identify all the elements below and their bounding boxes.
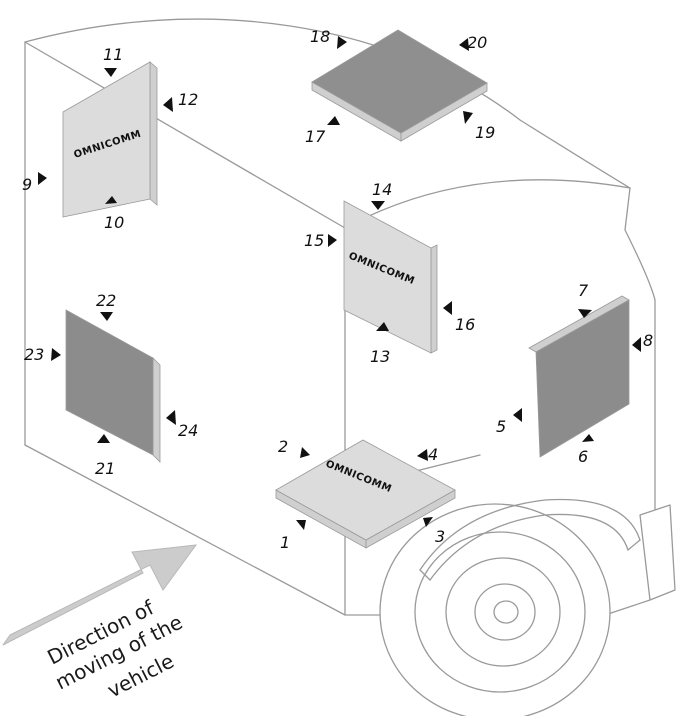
sensor-plate-floor: OMNICOMM	[275, 439, 456, 549]
position-label-13: 13	[370, 347, 390, 366]
cabin-roof-curve	[344, 179, 631, 229]
position-label-24: 24	[178, 421, 198, 440]
position-label-15: 15	[304, 231, 324, 250]
arrow-icon-13	[376, 322, 389, 331]
fender-edge-inner	[429, 513, 629, 581]
sensor-plate-center-wall: OMNICOMM	[343, 200, 438, 354]
arrow-icon-4	[417, 449, 428, 461]
plate-a-side	[149, 61, 158, 206]
arrow-icon-3	[423, 517, 433, 527]
position-label-20: 20	[467, 33, 487, 52]
arrow-icon-21	[97, 434, 110, 443]
arrow-icon-5	[513, 408, 522, 422]
arrow-icon-16	[443, 301, 452, 315]
position-label-11: 11	[103, 45, 123, 64]
position-label-8: 8	[643, 331, 653, 350]
position-label-12: 12	[178, 90, 198, 109]
plate-e-face	[535, 299, 630, 458]
arrow-icon-23	[51, 348, 61, 361]
sensor-plate-cabin-wall	[528, 295, 630, 458]
position-label-5: 5	[496, 417, 506, 436]
position-label-23: 23	[24, 345, 44, 364]
position-label-4: 4	[428, 445, 438, 464]
plate-b-side	[152, 357, 161, 463]
arrow-icon-7	[578, 309, 592, 318]
fender-end-front	[419, 569, 431, 581]
position-label-7: 7	[578, 281, 589, 300]
position-label-1: 1	[280, 533, 290, 552]
plate-c-top	[311, 29, 488, 134]
plate-f-top	[275, 439, 456, 541]
arrow-icon-14	[371, 201, 385, 210]
sensor-plate-roof	[311, 29, 488, 142]
arrow-icon-18	[337, 36, 347, 49]
position-label-9: 9	[22, 175, 32, 194]
plate-b-face	[65, 309, 154, 456]
direction-arrow-icon	[2, 544, 198, 646]
wheel-hub-center	[493, 600, 519, 624]
arrow-icon-2	[300, 447, 310, 458]
position-label-22: 22	[96, 291, 116, 310]
position-label-14: 14	[372, 180, 392, 199]
position-arrows	[38, 36, 641, 530]
position-label-16: 16	[455, 315, 475, 334]
plate-d-face	[343, 200, 432, 354]
plate-d-side	[430, 244, 438, 354]
position-label-18: 18	[310, 27, 330, 46]
arrow-icon-24	[166, 410, 176, 425]
arrow-icon-10	[105, 196, 117, 204]
arrow-icon-1	[296, 520, 306, 530]
cabin-front-edge	[624, 187, 656, 511]
fender-end-rear	[627, 539, 641, 551]
wheel-group	[379, 498, 676, 716]
arrow-icon-22	[100, 312, 113, 321]
arrow-icon-17	[327, 116, 340, 125]
position-label-21: 21	[95, 459, 115, 478]
plate-a-face	[62, 61, 151, 218]
roof-left-diagonal-edge	[24, 41, 346, 229]
direction-of-motion: Direction of moving of the vehicle	[2, 544, 198, 702]
arrow-icon-19	[463, 111, 473, 124]
arrow-icon-12	[163, 97, 173, 112]
sensor-plate-left-wall: OMNICOMM	[62, 61, 158, 218]
position-numbers: 1 2 3 4 5 6 7 8 9 10 11 12 13 14 15 16 1…	[22, 27, 653, 552]
arrow-icon-20	[459, 38, 469, 51]
position-label-2: 2	[278, 437, 288, 456]
arrow-icon-6	[582, 434, 594, 442]
arrow-icon-8	[632, 337, 641, 352]
mudguard-panel	[639, 504, 676, 601]
position-label-10: 10	[104, 213, 124, 232]
position-label-3: 3	[435, 527, 445, 546]
position-label-19: 19	[475, 123, 495, 142]
arrow-icon-9	[38, 172, 47, 185]
arrow-icon-15	[328, 234, 337, 247]
position-label-17: 17	[305, 127, 326, 146]
sensor-plate-rear-left	[65, 309, 161, 463]
bottom-left-edge	[24, 444, 381, 616]
position-label-6: 6	[578, 447, 588, 466]
arrow-icon-11	[104, 68, 117, 77]
fender-arch	[419, 498, 641, 571]
